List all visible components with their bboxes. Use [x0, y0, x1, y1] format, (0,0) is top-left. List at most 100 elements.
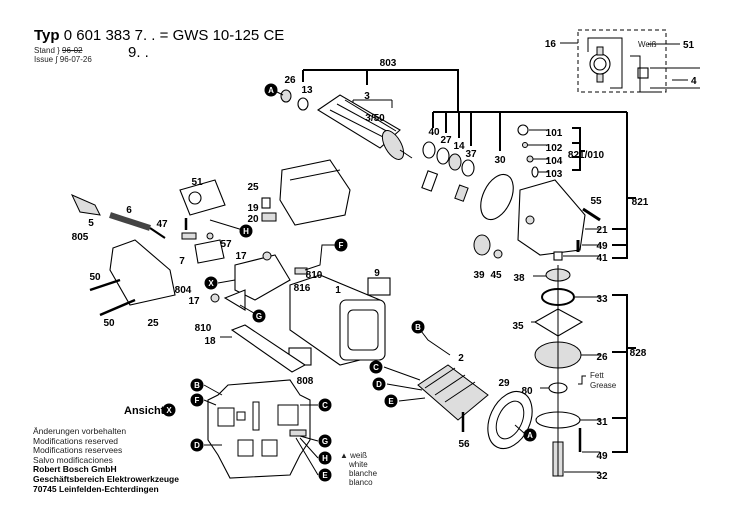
part-label-101: 101: [546, 128, 563, 139]
legend-line: white: [349, 460, 368, 469]
part-label-6: 6: [126, 205, 132, 216]
retaining-ring-40: [422, 141, 436, 159]
part-label-805: 805: [72, 232, 89, 243]
callout-x: X: [204, 276, 218, 290]
screw-50a: [89, 278, 121, 292]
part-label-45: 45: [490, 270, 502, 281]
callout-d: D: [372, 377, 386, 391]
part-label-808: 808: [297, 376, 314, 387]
callout-c: C: [318, 398, 332, 412]
part-102: [522, 142, 528, 148]
view-label: Ansicht: [124, 405, 165, 417]
callout-letter: C: [373, 363, 379, 372]
part-label-33: 33: [596, 294, 608, 305]
issue-label: Issue: [34, 55, 54, 64]
callout-h: H: [239, 224, 253, 238]
callout-letter: D: [376, 380, 382, 389]
housing-cover-25: [109, 239, 176, 306]
bracket-803: [302, 69, 627, 151]
part-label-821-010: 821/010: [568, 150, 605, 161]
part-label-40: 40: [428, 127, 440, 138]
callout-letter: X: [166, 406, 172, 415]
part-20: [261, 212, 277, 222]
part-103: [531, 166, 539, 178]
armature: [316, 94, 413, 160]
callout-g: G: [318, 434, 332, 448]
part-label-104: 104: [546, 156, 563, 167]
variant-number: 9. .: [128, 44, 149, 61]
grease-pointer: [578, 375, 586, 385]
stand-value: 96-02: [62, 46, 83, 55]
part-labels: 803261333/504027143730101102104103821/01…: [72, 58, 649, 482]
callout-letter: F: [195, 396, 200, 405]
part-label-803: 803: [380, 58, 397, 69]
part-label-50: 50: [103, 318, 115, 329]
callout-b: B: [190, 378, 204, 392]
wire-x: [217, 279, 236, 284]
guard-29: [487, 390, 533, 450]
part-label-19: 19: [247, 203, 259, 214]
callout-letter: H: [322, 454, 328, 463]
part-label-9: 9: [374, 268, 380, 279]
part-label-51: 51: [191, 177, 203, 188]
callout-letter: G: [322, 437, 328, 446]
callout-letter: G: [256, 312, 262, 321]
screw-57: [206, 232, 214, 240]
switch-51: [179, 179, 226, 216]
brush-bottom: [596, 73, 604, 83]
part-number: 0 601 383 7. . = GWS 10-125 CE: [63, 27, 285, 44]
issue-date: 96-07-26: [59, 55, 92, 64]
part-label-810: 810: [306, 270, 323, 281]
inset-label-51: 51: [683, 40, 695, 51]
grease-note: Grease: [590, 381, 617, 390]
part-label-810: 810: [195, 323, 212, 334]
leader-line: [514, 424, 525, 434]
bearing-plate-30: [480, 173, 514, 221]
part-label-25: 25: [247, 182, 259, 193]
part-label-29: 29: [498, 378, 510, 389]
view-leaders: [203, 384, 319, 476]
color-legend: ▲ weiß white blanche blanco: [340, 451, 377, 487]
clamp-7: [181, 232, 197, 240]
footer-line: Modifications reserved: [33, 435, 119, 446]
callout-circle: [190, 393, 204, 407]
part-label-816: 816: [294, 283, 311, 294]
part-label-49: 49: [596, 451, 608, 462]
callout-circle: [239, 224, 253, 238]
switch-dial: [188, 191, 202, 205]
part-label-39: 39: [473, 270, 485, 281]
screw-50b: [99, 298, 136, 317]
callout-e: E: [384, 394, 398, 408]
callout-circle: [411, 320, 425, 334]
power-cord: [70, 194, 166, 239]
part-label-18: 18: [204, 336, 216, 347]
part-label-32: 32: [596, 471, 608, 482]
callout-f: F: [334, 238, 348, 252]
part-label-2: 2: [458, 353, 464, 364]
inset-label-4: 4: [691, 76, 697, 87]
inset-label-16: 16: [545, 39, 557, 50]
legend-line: blanche: [349, 469, 378, 478]
callout-h: H: [318, 451, 332, 465]
callout-letter: F: [339, 241, 344, 250]
suspension-18: [230, 324, 307, 373]
part-label-3-50: 3/50: [365, 113, 385, 124]
footer-line: Salvo modificaciones: [33, 454, 113, 465]
callout-circle: [252, 309, 266, 323]
footer-line: Modifications reservees: [33, 445, 123, 456]
inset-wire: [630, 55, 700, 93]
part-label-55: 55: [590, 196, 602, 207]
callout-b: B: [411, 320, 425, 334]
callout-circle: [318, 468, 332, 482]
part-label-3: 3: [364, 91, 370, 102]
bearing-13: [297, 97, 309, 111]
connector-810: [294, 267, 308, 275]
callout-letter: X: [208, 279, 214, 288]
inset-switch: [637, 67, 649, 79]
footer-notes: Änderungen vorbehalten Modifications res…: [33, 426, 179, 494]
switch-804: [194, 239, 225, 264]
callout-letter: C: [322, 401, 328, 410]
part-label-31: 31: [596, 417, 608, 428]
part-label-26: 26: [284, 75, 296, 86]
